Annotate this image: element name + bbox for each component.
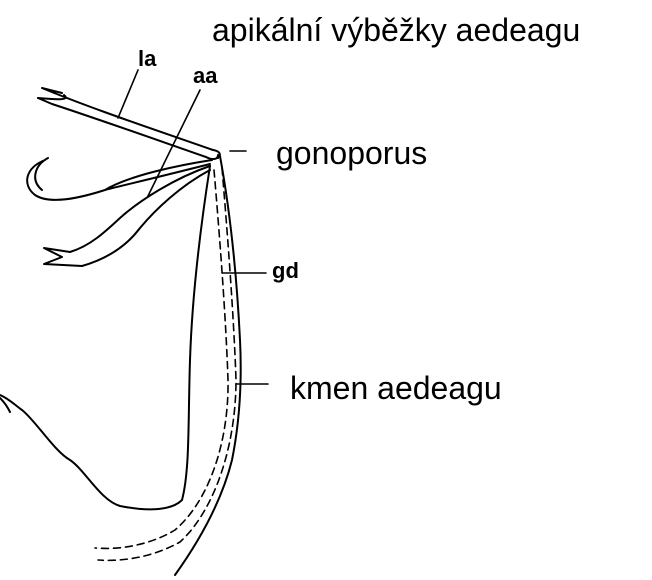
gd-label: gd	[272, 260, 299, 282]
gonoduct-line-1	[95, 170, 228, 548]
la-label: la	[138, 48, 156, 70]
gonoduct-line-2	[98, 168, 236, 560]
la-leader	[118, 70, 138, 118]
apical-process-curl	[27, 158, 212, 200]
aa-label: aa	[193, 65, 217, 87]
kmen-aedeagu-label: kmen aedeagu	[290, 372, 502, 404]
apical-process-fork	[44, 166, 210, 266]
apical-junction	[206, 150, 220, 159]
stem-left-wall	[0, 166, 210, 509]
stem-right-wall	[175, 156, 241, 575]
title-label: apikální výběžky aedeagu	[212, 14, 580, 46]
gonoporus-label: gonoporus	[276, 137, 427, 169]
